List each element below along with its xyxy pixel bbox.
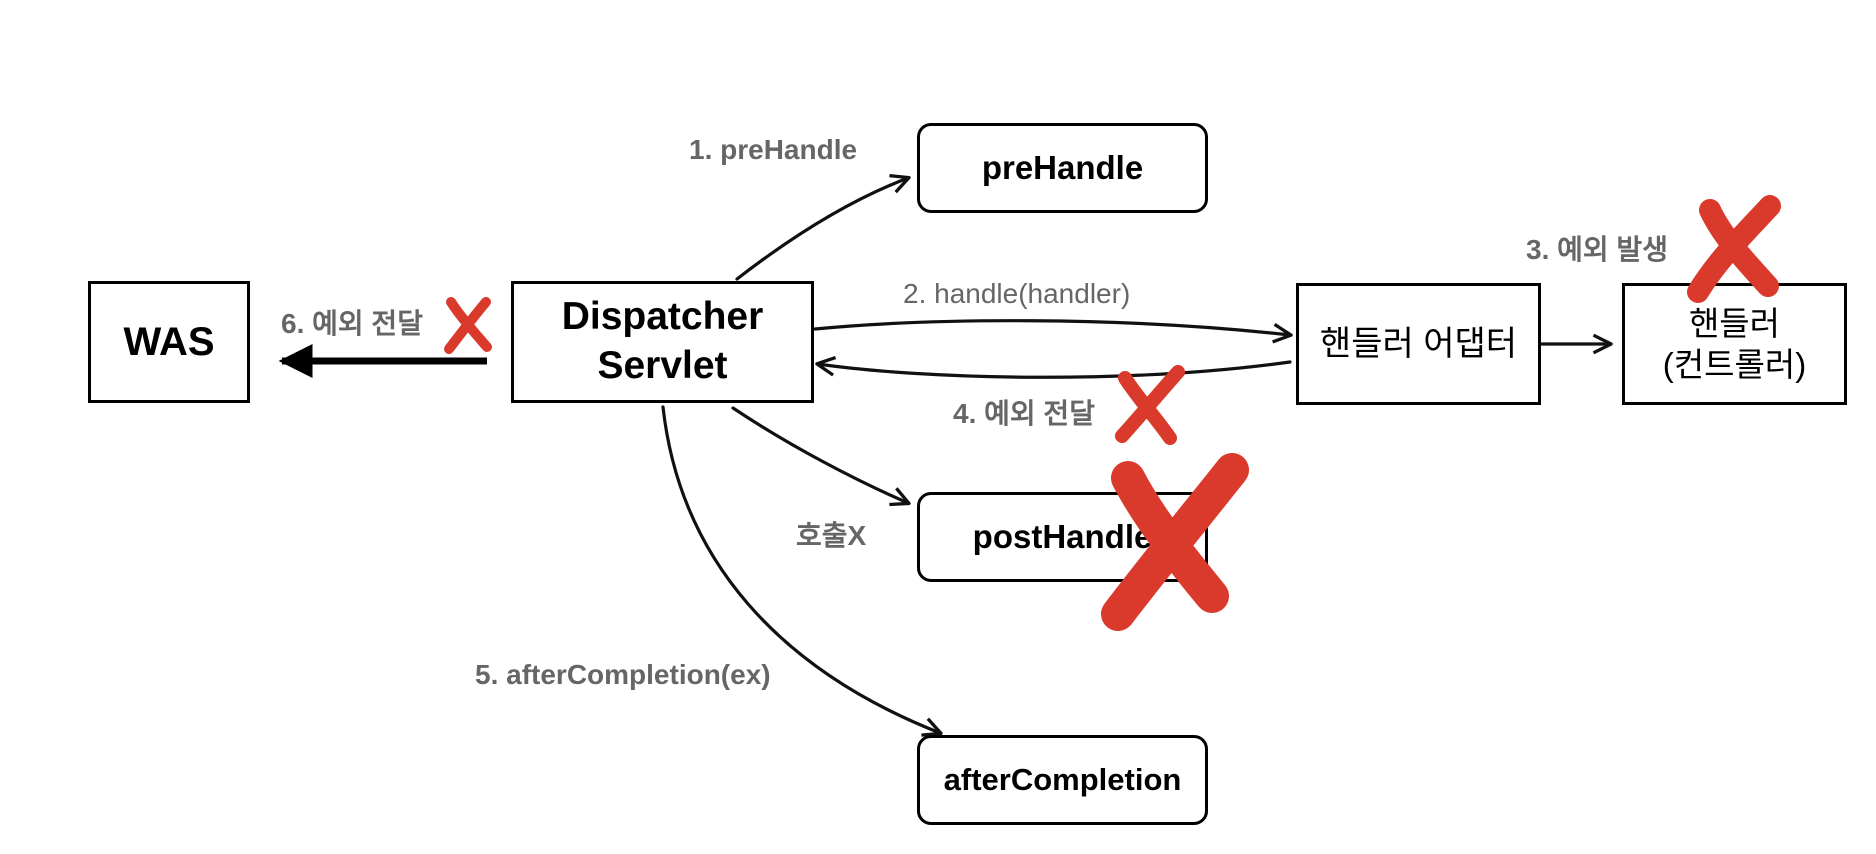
aftercompletion-call-label: 5. afterCompletion(ex) — [475, 659, 771, 690]
handler-controller-box: 핸들러 (컨트롤러) — [1622, 283, 1847, 405]
handler-adapter-box: 핸들러 어댑터 — [1296, 283, 1541, 405]
was-label: WAS — [123, 320, 215, 364]
exception-to-dispatcher-label: 4. 예외 전달 — [953, 398, 1095, 429]
was-box: WAS — [88, 281, 250, 403]
exception-to-was-label: 6. 예외 전달 — [281, 308, 423, 339]
aftercompletion-box: afterCompletion — [917, 735, 1208, 825]
edge-prehandle-call — [735, 173, 911, 281]
exception-raised-label: 3. 예외 발생 — [1526, 234, 1668, 265]
dispatcher-exception-x-mark-icon — [1115, 365, 1185, 445]
edge-handle-call — [813, 319, 1293, 344]
handler-controller-label: 핸들러 (컨트롤러) — [1662, 304, 1807, 383]
handle-call-label: 2. handle(handler) — [903, 278, 1131, 309]
edge-exception-to-dispatcher — [815, 356, 1292, 379]
prehandle-label: preHandle — [981, 149, 1144, 187]
prehandle-call-label: 1. preHandle — [689, 134, 858, 165]
handler-adapter-label: 핸들러 어댑터 — [1319, 324, 1518, 363]
posthandle-box: postHandle — [917, 492, 1208, 582]
edge-posthandle-call — [731, 406, 911, 507]
dispatcher-servlet-box: Dispatcher Servlet — [511, 281, 814, 403]
handler-x-mark-icon — [1687, 195, 1781, 303]
posthandle-label: postHandle — [972, 518, 1153, 556]
dispatcher-servlet-label: Dispatcher Servlet — [561, 295, 764, 387]
aftercompletion-label: afterCompletion — [943, 761, 1182, 797]
prehandle-box: preHandle — [917, 123, 1208, 213]
was-exception-x-mark-icon — [444, 297, 492, 354]
posthandle-skipped-label: 호출X — [796, 520, 867, 551]
